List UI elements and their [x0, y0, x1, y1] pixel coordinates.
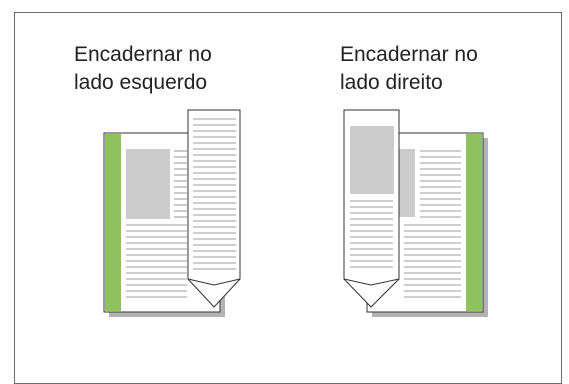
text-lines-below-picture [126, 224, 187, 298]
flap-text-lines [193, 118, 236, 270]
caption-bind-left: Encadernar no lado esquerdo [74, 43, 212, 94]
binding-strip-left [105, 134, 121, 311]
flap-picture-block [350, 126, 394, 194]
text-lines-beside-picture [174, 150, 187, 218]
flap-text-lines [350, 200, 393, 268]
left-binding-booklet [103, 109, 241, 317]
flap-fold-crease [187, 278, 241, 286]
text-lines-below-picture [404, 224, 461, 298]
picture-block [126, 149, 170, 219]
diagram-frame: Encadernar no lado esquerdo Encadernar n… [14, 12, 562, 384]
binding-illustrations [103, 109, 488, 317]
text-lines-beside-picture [420, 150, 461, 218]
binding-strip-right [466, 134, 482, 311]
flap-fold-crease [343, 278, 400, 286]
caption-bind-right: Encadernar no lado direito [340, 43, 478, 94]
picture-block-partial [399, 149, 415, 217]
right-binding-booklet [343, 109, 488, 317]
